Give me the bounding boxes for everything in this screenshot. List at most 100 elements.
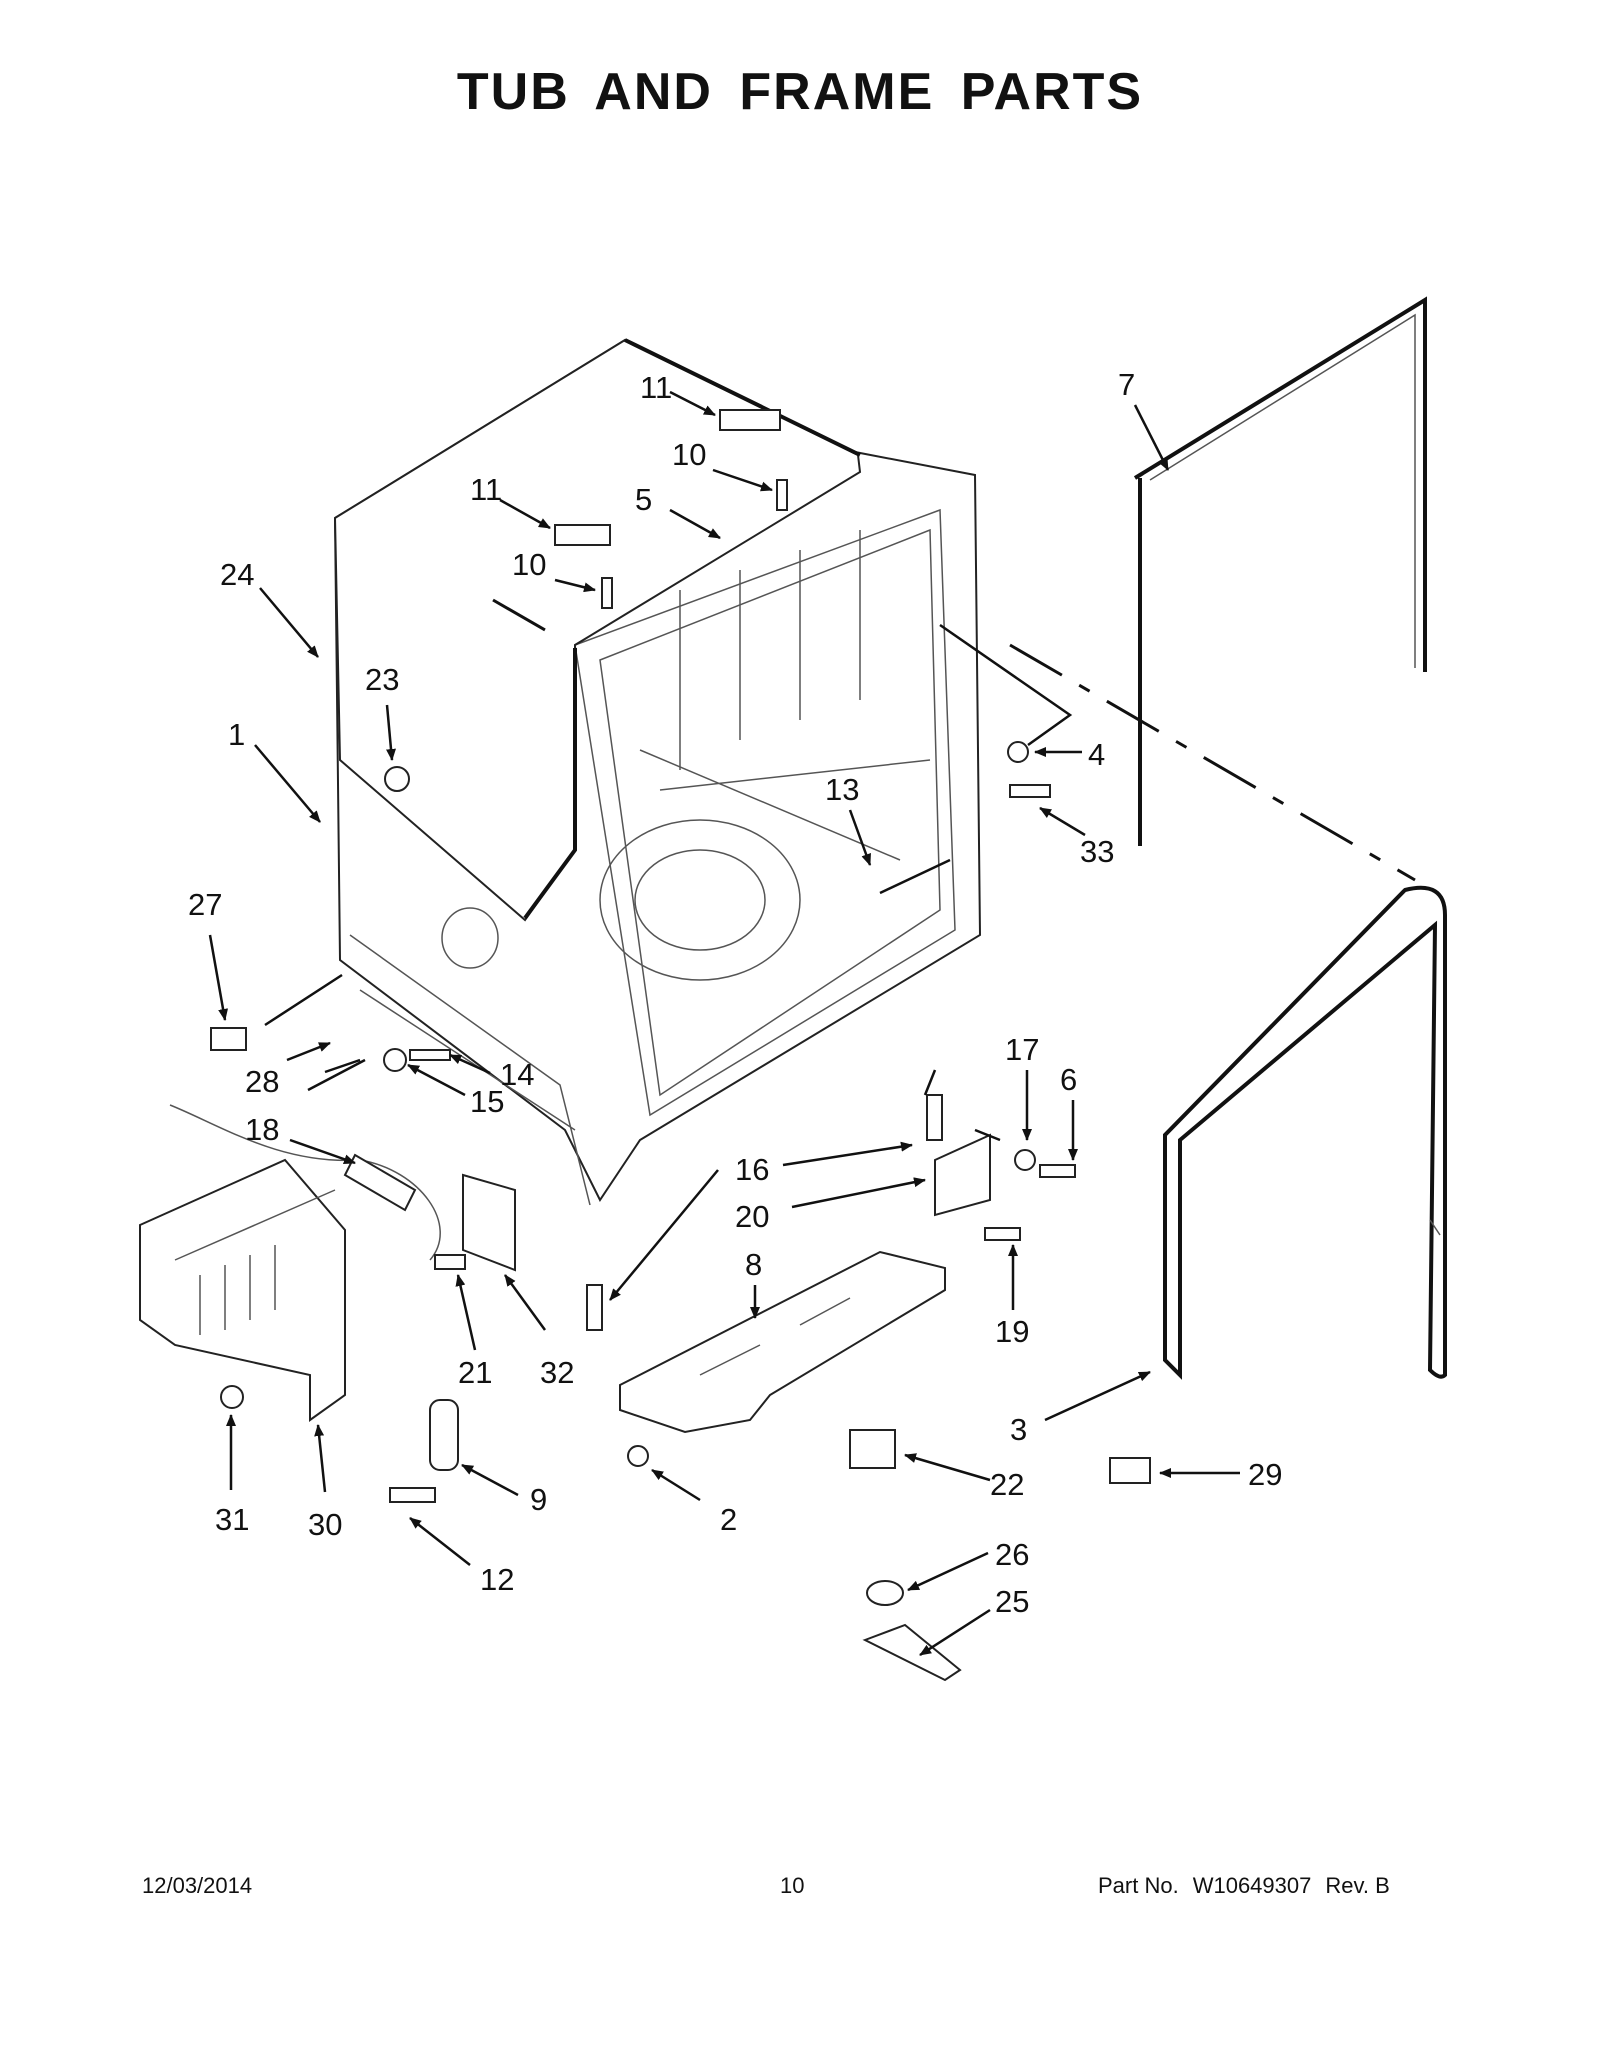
callout-24: 24 <box>220 557 254 592</box>
drain-hose <box>169 1104 441 1261</box>
plug-part-4 <box>1007 741 1029 763</box>
callout-11-right: 11 <box>640 370 672 405</box>
screw-part-6 <box>1039 1164 1076 1178</box>
fastener-part-2 <box>627 1445 649 1467</box>
leader-15 <box>407 1063 466 1097</box>
callout-30: 30 <box>308 1507 342 1542</box>
leader-11-left <box>499 498 551 530</box>
footer-page-number: 10 <box>780 1873 805 1898</box>
callout-28: 28 <box>245 1064 279 1099</box>
fastener-part-31 <box>220 1385 244 1409</box>
footer-date: 12/03/2014 <box>142 1873 253 1898</box>
callout-31: 31 <box>215 1502 249 1537</box>
leader-16-left <box>609 1169 719 1301</box>
insulation-blanket <box>333 338 862 969</box>
leader-30 <box>314 1424 327 1493</box>
callout-4: 4 <box>1088 737 1105 772</box>
leader-28 <box>286 1041 331 1062</box>
washer-part-17 <box>1014 1149 1036 1171</box>
callout-8: 8 <box>745 1247 762 1282</box>
screw-part-19 <box>984 1227 1021 1241</box>
part-number: W10649307 <box>1192 1873 1312 1898</box>
leader-5 <box>669 508 721 540</box>
callout-17: 17 <box>1005 1032 1039 1067</box>
clip-part-21 <box>434 1254 466 1270</box>
leader-12 <box>409 1517 471 1566</box>
leader-10-left <box>554 578 596 593</box>
revision: Rev. B <box>1325 1873 1390 1898</box>
leader-20 <box>791 1177 926 1209</box>
callout-2: 2 <box>720 1502 737 1537</box>
leader-21 <box>455 1274 477 1351</box>
leader-24 <box>259 587 319 658</box>
leader-13 <box>848 809 872 866</box>
callout-29: 29 <box>1248 1457 1282 1492</box>
callout-18: 18 <box>245 1112 279 1147</box>
leg-part-16-right <box>926 1094 943 1141</box>
leader-22 <box>904 1453 991 1482</box>
callout-33: 33 <box>1080 834 1114 869</box>
bracket-part-25 <box>862 1623 962 1682</box>
screw-part-14 <box>409 1049 451 1061</box>
callout-3: 3 <box>1010 1412 1027 1447</box>
leader-7 <box>1133 404 1170 471</box>
door-gasket-lower <box>1163 885 1447 1380</box>
callout-5: 5 <box>635 482 652 517</box>
leader-16-right <box>782 1141 913 1167</box>
leader-26 <box>907 1551 989 1592</box>
callout-12: 12 <box>480 1562 514 1597</box>
leader-14 <box>449 1053 491 1075</box>
leader-1 <box>254 744 321 823</box>
callout-7: 7 <box>1118 367 1135 402</box>
screw-part-10-right <box>776 479 788 511</box>
washer-part-15 <box>383 1048 407 1072</box>
part-label: Part No. <box>1098 1873 1179 1898</box>
callout-16: 16 <box>735 1152 769 1187</box>
leader-9 <box>461 1463 519 1497</box>
sensor-part-26 <box>866 1580 904 1606</box>
callout-14: 14 <box>500 1057 534 1092</box>
footer-part-info: Part No. W10649307 Rev. B <box>1098 1873 1404 1899</box>
leader-23 <box>385 704 396 761</box>
callout-13: 13 <box>825 772 859 807</box>
callout-10-right: 10 <box>672 437 706 472</box>
callout-32: 32 <box>540 1355 574 1390</box>
leader-11-right <box>669 390 716 417</box>
callout-9: 9 <box>530 1482 547 1517</box>
screw-part-33 <box>1009 784 1051 798</box>
callout-26: 26 <box>995 1537 1029 1572</box>
base-plate <box>619 1250 946 1434</box>
door-seal-top <box>1133 296 1427 846</box>
callout-22: 22 <box>990 1467 1024 1502</box>
bracket-part-9 <box>429 1399 459 1471</box>
page-title: TUB AND FRAME PARTS <box>456 63 1144 121</box>
small-parts <box>210 409 1151 1682</box>
callout-25: 25 <box>995 1584 1029 1619</box>
alignment-lines <box>264 598 1416 1142</box>
leader-25 <box>919 1608 991 1657</box>
clip-part-29 <box>1109 1457 1151 1484</box>
leader-32 <box>503 1274 547 1331</box>
callout-27: 27 <box>188 887 222 922</box>
screw-part-12 <box>389 1487 436 1503</box>
callout-10-left: 10 <box>512 547 546 582</box>
leader-arrows <box>208 390 1240 1657</box>
bracket-part-20 <box>934 1133 991 1217</box>
leader-27 <box>208 934 229 1021</box>
callout-23: 23 <box>365 662 399 697</box>
callout-6: 6 <box>1060 1062 1077 1097</box>
callout-11-left: 11 <box>470 472 502 507</box>
leg-part-16-left <box>586 1284 603 1331</box>
toe-panel-bracket <box>139 1158 346 1422</box>
callout-15: 15 <box>470 1084 504 1119</box>
callout-19: 19 <box>995 1314 1029 1349</box>
leader-10-right <box>712 468 773 492</box>
leader-33 <box>1039 806 1086 837</box>
callout-labels: 1 2 3 4 5 6 7 8 9 10 10 11 11 12 13 14 1… <box>188 367 1282 1619</box>
screw-part-10-left <box>601 577 613 609</box>
leader-18 <box>289 1138 356 1165</box>
callout-21: 21 <box>458 1355 492 1390</box>
leader-2 <box>651 1468 701 1502</box>
access-panel <box>462 1173 516 1272</box>
